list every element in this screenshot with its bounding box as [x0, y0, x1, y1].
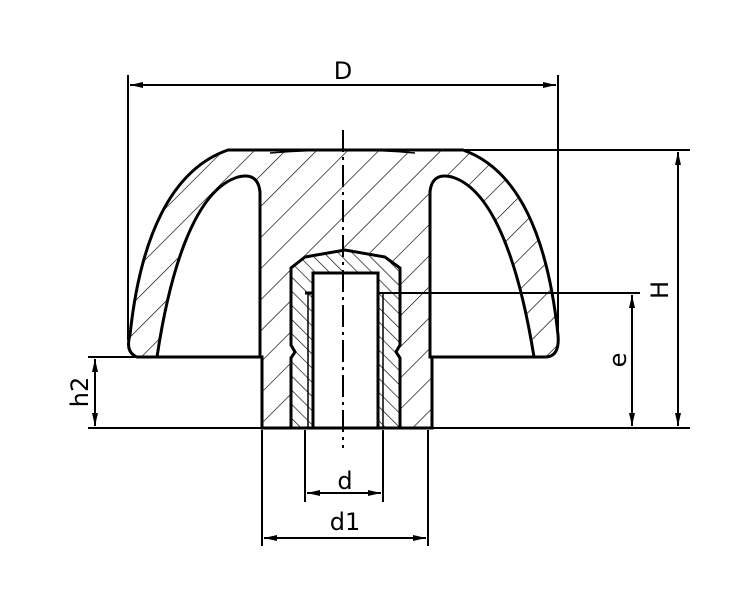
label-d1: d1	[330, 508, 361, 536]
left-cavity	[155, 174, 262, 359]
label-e: e	[604, 353, 632, 368]
extension-lines	[88, 75, 690, 546]
threaded-insert	[289, 248, 402, 430]
bore	[311, 271, 380, 430]
label-h2: h2	[66, 377, 94, 407]
label-d: d	[337, 467, 352, 495]
label-H: H	[646, 281, 674, 299]
label-D: D	[334, 57, 352, 85]
